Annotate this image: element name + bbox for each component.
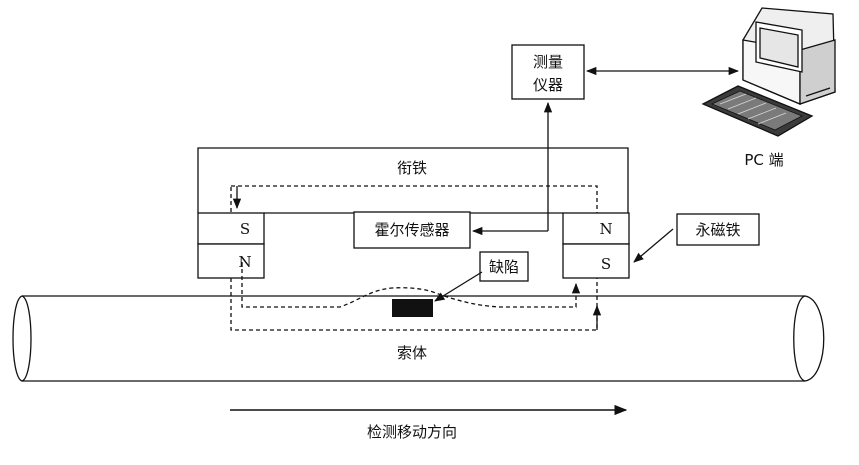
right-magnet-top-pole: N — [599, 220, 612, 238]
instrument-label-line2: 仪器 — [533, 76, 563, 94]
instrument-label-line1: 测量 — [533, 53, 563, 71]
permanent-magnet-box — [676, 213, 760, 246]
left-magnet-bottom-pole: N — [238, 253, 251, 271]
hall-sensor-box — [353, 211, 471, 249]
left-magnet-top-pole: S — [240, 220, 250, 238]
cable-label: 索体 — [397, 344, 427, 362]
armature-label: 衔铁 — [397, 159, 427, 177]
flux-lines — [241, 262, 581, 308]
defect-block — [392, 299, 433, 317]
defect-label: 缺陷 — [489, 258, 519, 276]
pc-label: PC 端 — [744, 151, 783, 169]
permanent-magnet-pointer — [633, 228, 674, 263]
direction-label: 检测移动方向 — [367, 423, 457, 441]
right-magnet — [562, 212, 630, 279]
right-magnet-bottom-pole: S — [601, 255, 611, 273]
left-magnet — [197, 212, 265, 279]
permanent-magnet-label: 永磁铁 — [695, 221, 740, 239]
hall-sensor-label: 霍尔传感器 — [374, 221, 449, 239]
desktop-computer-icon — [701, 7, 836, 137]
instrument-box — [511, 44, 585, 100]
armature-frame — [197, 147, 629, 213]
defect-pointer — [434, 271, 483, 302]
cable-body — [12, 295, 825, 382]
defect-box — [479, 251, 529, 282]
